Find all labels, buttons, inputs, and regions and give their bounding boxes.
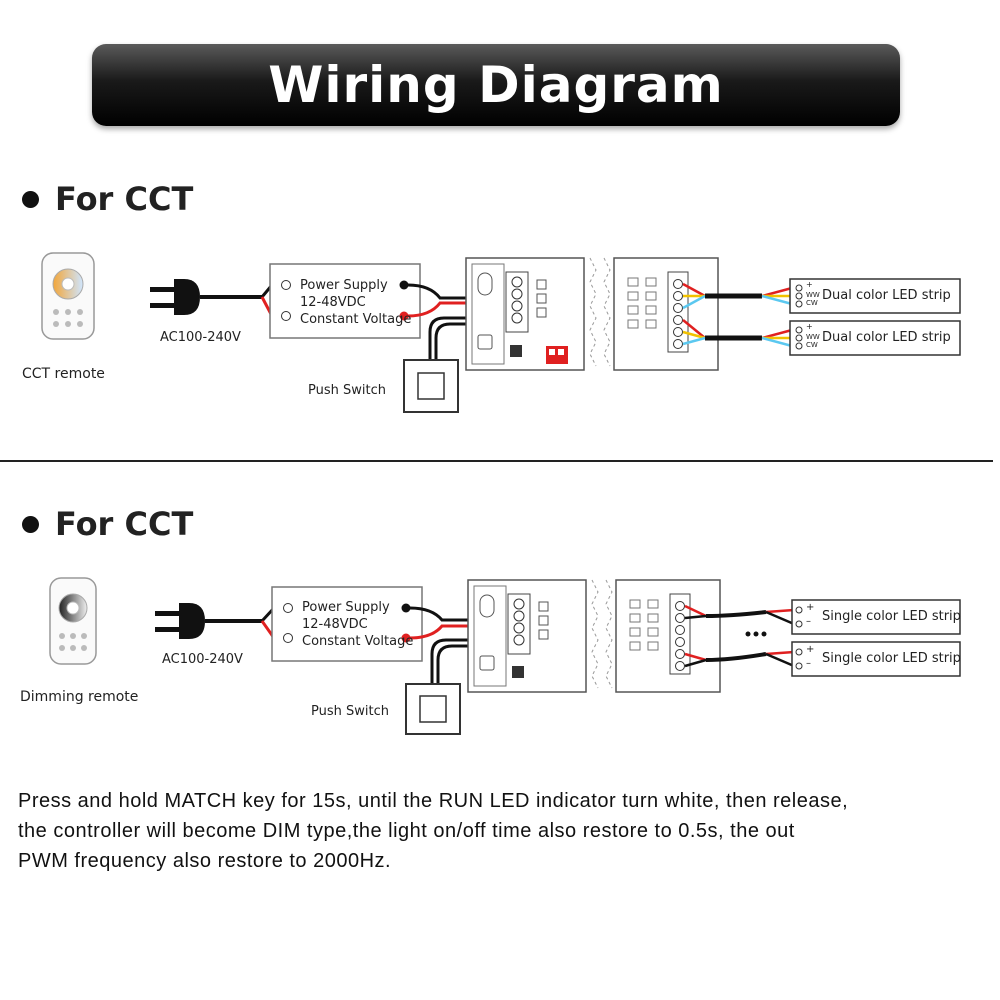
- section-divider: [0, 460, 993, 462]
- strip-pin-label: +: [806, 280, 813, 289]
- power-plug-icon: [150, 279, 262, 315]
- strip-pin-label: +: [806, 322, 813, 331]
- power-supply-line2: 12-48VDC: [302, 617, 368, 632]
- power-plug-icon: [155, 603, 262, 639]
- strip-pin-label: CW: [806, 341, 818, 349]
- strip-pin-label: WW: [806, 333, 820, 341]
- power-supply-line3: Constant Voltage: [300, 312, 412, 327]
- power-supply-line1: Power Supply: [302, 600, 390, 615]
- power-supply-line1: Power Supply: [300, 278, 388, 293]
- title-banner: Wiring Diagram: [92, 44, 900, 126]
- strip-pin-label: +: [806, 644, 815, 655]
- strip-pin-label: WW: [806, 291, 820, 299]
- ellipsis-icon: [745, 631, 767, 637]
- led-strip-label: Dual color LED strip: [822, 330, 951, 345]
- instructions-paragraph: Press and hold MATCH key for 15s, until …: [18, 786, 988, 876]
- controller-output-right: [613, 257, 719, 371]
- output-wires-2: [684, 604, 795, 668]
- strip-pin-label: +: [806, 602, 815, 613]
- power-supply-line3: Constant Voltage: [302, 634, 414, 649]
- cct-remote-label: CCT remote: [22, 366, 105, 382]
- plug-voltage-label: AC100-240V: [162, 652, 243, 667]
- push-switch-label: Push Switch: [311, 704, 389, 719]
- bullet-icon: [22, 190, 39, 208]
- section-1-heading: For CCT: [22, 180, 193, 218]
- cct-remote-graphic: [41, 252, 95, 340]
- dimming-remote-label: Dimming remote: [20, 689, 139, 705]
- led-strip-box-1a: [789, 278, 961, 314]
- dimming-remote-graphic: [49, 577, 97, 665]
- led-strip-box-2b: [791, 641, 961, 677]
- led-strip-box-2a: [791, 599, 961, 635]
- power-supply-line2: 12-48VDC: [300, 295, 366, 310]
- strip-pin-label: –: [806, 616, 811, 627]
- push-switch-graphic: [403, 359, 459, 413]
- led-strip-box-1b: [789, 320, 961, 356]
- controller-receiver-left: [465, 257, 585, 371]
- push-switch-graphic: [405, 683, 461, 735]
- page-title: Wiring Diagram: [268, 56, 724, 114]
- instructions-line: the controller will become DIM type,the …: [18, 820, 795, 842]
- plug-voltage-label: AC100-240V: [160, 330, 241, 345]
- led-strip-label: Single color LED strip: [822, 609, 961, 624]
- led-strip-label: Dual color LED strip: [822, 288, 951, 303]
- section-1-heading-text: For CCT: [55, 180, 194, 218]
- wiring-diagram-graphics: [41, 252, 961, 735]
- controller-receiver-left: [467, 579, 587, 693]
- strip-pin-label: –: [806, 658, 811, 669]
- bullet-icon: [22, 515, 39, 533]
- strip-pin-label: CW: [806, 299, 818, 307]
- led-strip-label: Single color LED strip: [822, 651, 961, 666]
- controller-output-right: [615, 579, 721, 693]
- instructions-line: Press and hold MATCH key for 15s, until …: [18, 790, 849, 812]
- section-2-heading-text: For CCT: [55, 505, 194, 543]
- push-switch-label: Push Switch: [308, 383, 386, 398]
- power-supply-box: [271, 586, 423, 662]
- output-wires-1: [682, 282, 793, 348]
- instructions-line: PWM frequency also restore to 2000Hz.: [18, 850, 392, 872]
- power-supply-box: [269, 263, 421, 339]
- section-2-heading: For CCT: [22, 505, 193, 543]
